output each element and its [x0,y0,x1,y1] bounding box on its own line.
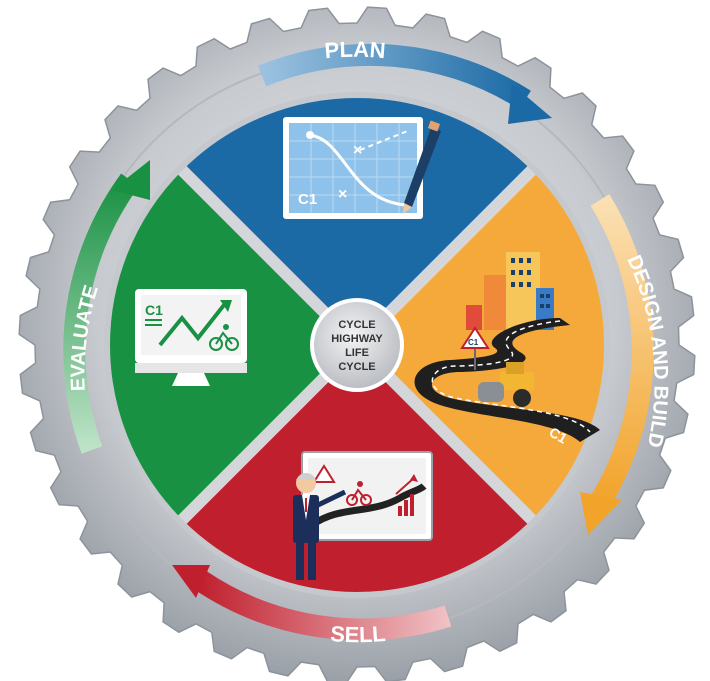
bar-growth-icon [395,474,418,516]
quadrant-rim [104,92,610,598]
evaluate-arrow [63,173,139,454]
cross-mark: × [353,142,362,159]
cycle-arrows [63,43,654,641]
buildings-icon [466,252,554,330]
evaluate-arrowhead [112,160,150,200]
road-roller-icon [478,362,534,407]
board-road [309,483,427,528]
winding-road [414,318,600,442]
road-lane-marking [431,320,591,433]
svg-text:C1: C1 [468,338,479,347]
presenter-with-board-icon [293,451,433,580]
design-build-arrow [588,194,654,511]
monitor-c1-label: C1 [145,302,163,318]
center-disc [310,298,404,392]
sell-arrowhead [172,565,210,598]
center-hub: CYCLE HIGHWAY LIFE CYCLE [310,298,404,392]
cyclist-icon [346,481,372,506]
center-label-line: CYCLE [338,361,375,373]
sell-arrow [193,570,452,641]
chart-arrowhead [220,300,232,312]
monitor-with-rising-chart-icon: C1 [135,289,247,386]
sell-label: SELL [330,621,387,647]
road-sign-icon: C1 [460,326,490,370]
plan-label: PLAN [324,37,387,64]
blueprint-c1-label: C1 [298,191,317,208]
pencil-icon [403,120,441,214]
cross-mark: × [338,186,347,203]
plan-arrow [257,43,531,110]
plan-arrowhead [508,84,552,124]
center-label-line: HIGHWAY [331,333,383,345]
warning-sign-icon [312,464,336,483]
route-curve [309,133,406,207]
rising-chart-line [158,303,226,347]
bicycle-icon [209,324,239,351]
blueprint-with-pencil-icon: × × C1 [283,117,441,219]
plan-quadrant [182,97,532,346]
center-label-line: CYCLE [338,319,375,331]
route-start-dot [306,131,314,139]
monitor-stand [172,373,210,386]
design-build-arrowhead [580,492,622,535]
road-construction-icon: C1 C1 [414,252,600,447]
presenter-icon [293,473,347,580]
center-label-line: LIFE [345,347,369,359]
road-c1-marking: C1 [547,424,571,447]
